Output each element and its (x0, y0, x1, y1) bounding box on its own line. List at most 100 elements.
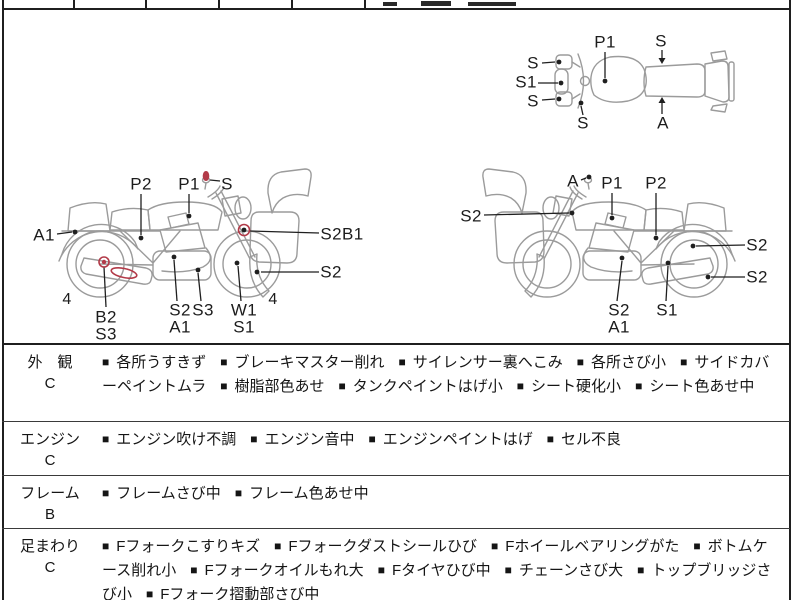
leader-line (616, 260, 623, 302)
condition-item: ■Fフォークダストシールひび (274, 538, 477, 555)
bullet-icon: ■ (368, 432, 376, 446)
leader-dot (586, 174, 592, 180)
condition-item-text: エンジン音中 (264, 431, 355, 448)
page-border-left (2, 0, 4, 600)
leader-line (665, 265, 669, 302)
leader-line (56, 231, 73, 235)
condition-item: ■ 各所さび小 (577, 354, 666, 371)
section-grade: C (44, 375, 56, 392)
condition-item: ■樹脂部色あせ (220, 378, 324, 395)
diagram-label: P2 (645, 173, 667, 193)
condition-item-text: 各所さび小 (591, 354, 667, 371)
condition-item-text: Fフォーク摺動部さび中 (160, 586, 320, 600)
section-label: 外 観 C (2, 345, 98, 421)
leader-dot (241, 227, 247, 233)
section-name: 足まわり (19, 538, 80, 555)
diagram-label: B2 (95, 307, 117, 327)
damage-mark (202, 171, 210, 182)
diagram-label: S1 (233, 317, 255, 337)
leader-dot (705, 274, 711, 280)
leader-dot (578, 100, 584, 106)
condition-item: ■Fフォークこすりキズ (102, 538, 260, 555)
diagram-label: S3 (95, 324, 117, 344)
page-border-right (789, 0, 791, 600)
condition-items: ■エンジン吹け不調■エンジン音中■エンジンペイントはげ■セル不良 (98, 422, 790, 475)
condition-item: ■セル不良 (547, 431, 621, 448)
leader-line (695, 244, 746, 247)
leader-line (580, 177, 587, 181)
diagram-label: S1 (656, 300, 678, 320)
bullet-icon: ■ (490, 539, 499, 553)
column-divider (73, 0, 75, 9)
clipped-header-text (421, 1, 451, 6)
bullet-icon: ■ (516, 379, 525, 393)
leader-dot (569, 210, 575, 216)
leader-dot (653, 235, 659, 241)
diagram-label: P1 (594, 32, 616, 52)
condition-item-text: Fホイールベアリングがた (505, 538, 680, 555)
bullet-icon: ■ (546, 432, 555, 446)
bullet-icon: ■ (693, 539, 701, 553)
bullet-icon: ■ (635, 379, 643, 393)
condition-item-text: ブレーキマスター削れ (234, 354, 385, 371)
bullet-icon: ■ (102, 432, 110, 446)
condition-item: ■ボトムケース削れ小 (102, 538, 768, 579)
condition-item: ■エンジン吹け不調 (102, 431, 236, 448)
damage-mark (101, 259, 107, 265)
leader-dot (602, 78, 608, 84)
bullet-icon: ■ (102, 486, 110, 500)
clipped-header-text (468, 2, 516, 6)
leader-line (249, 230, 320, 234)
diagram-label: P1 (601, 173, 623, 193)
diagram-label: S3 (192, 300, 214, 320)
bullet-icon: ■ (576, 355, 585, 369)
column-divider (291, 0, 293, 9)
diagram-label: S2 (746, 235, 768, 255)
leader-arrow (658, 97, 666, 103)
leader-dot (690, 243, 696, 249)
diagram-label: S (221, 174, 233, 194)
leader-line (209, 179, 221, 182)
diagram-label: S2B1 (320, 224, 364, 244)
leader-dot (186, 213, 192, 219)
condition-item-text: チェーンさび大 (518, 562, 624, 579)
damage-mark (110, 267, 138, 279)
bullet-icon: ■ (250, 432, 258, 446)
section-name: 外 観 (27, 354, 73, 371)
condition-item: ■シート色あせ中 (635, 378, 754, 395)
bullet-icon: ■ (220, 355, 228, 369)
condition-item: ■タンクペイントはげ小 (339, 378, 503, 395)
condition-item: ■フレームさび中 (102, 485, 221, 502)
diagram-label: 4 (62, 291, 72, 308)
condition-item: ■各所うすきず (102, 354, 206, 371)
section-name: エンジン (19, 431, 80, 448)
leader-line (197, 272, 202, 302)
condition-items: ■Fフォークこすりキズ■Fフォークダストシールひび■Fホイールベアリングがた■ボ… (98, 529, 790, 600)
bullet-icon: ■ (680, 355, 688, 369)
diagram-label: S2 (320, 262, 342, 282)
condition-item-text: 各所うすきず (116, 354, 207, 371)
bullet-icon: ■ (146, 587, 154, 600)
section-name: フレーム (20, 485, 80, 502)
condition-item: ■Fタイヤひび中 (378, 562, 491, 579)
column-divider (364, 0, 366, 9)
section-grade: B (44, 506, 55, 523)
diagram-label: S1 (515, 72, 537, 92)
leader-arrow (658, 58, 666, 64)
damage-mark (237, 223, 251, 237)
bullet-icon: ■ (377, 563, 385, 577)
condition-items: ■フレームさび中■フレーム色あせ中 (98, 476, 790, 528)
table-row: フレーム B ■フレームさび中■フレーム色あせ中 (2, 475, 790, 528)
leader-dot (665, 260, 671, 266)
leader-line (483, 212, 570, 216)
diagram-label: A1 (33, 225, 55, 245)
condition-item: ■トップブリッジさび小 (102, 562, 771, 600)
condition-item-text: Fフォークダストシールひび (288, 538, 477, 555)
leader-dot (609, 215, 615, 221)
leader-line (173, 259, 178, 302)
bullet-icon: ■ (398, 355, 406, 369)
